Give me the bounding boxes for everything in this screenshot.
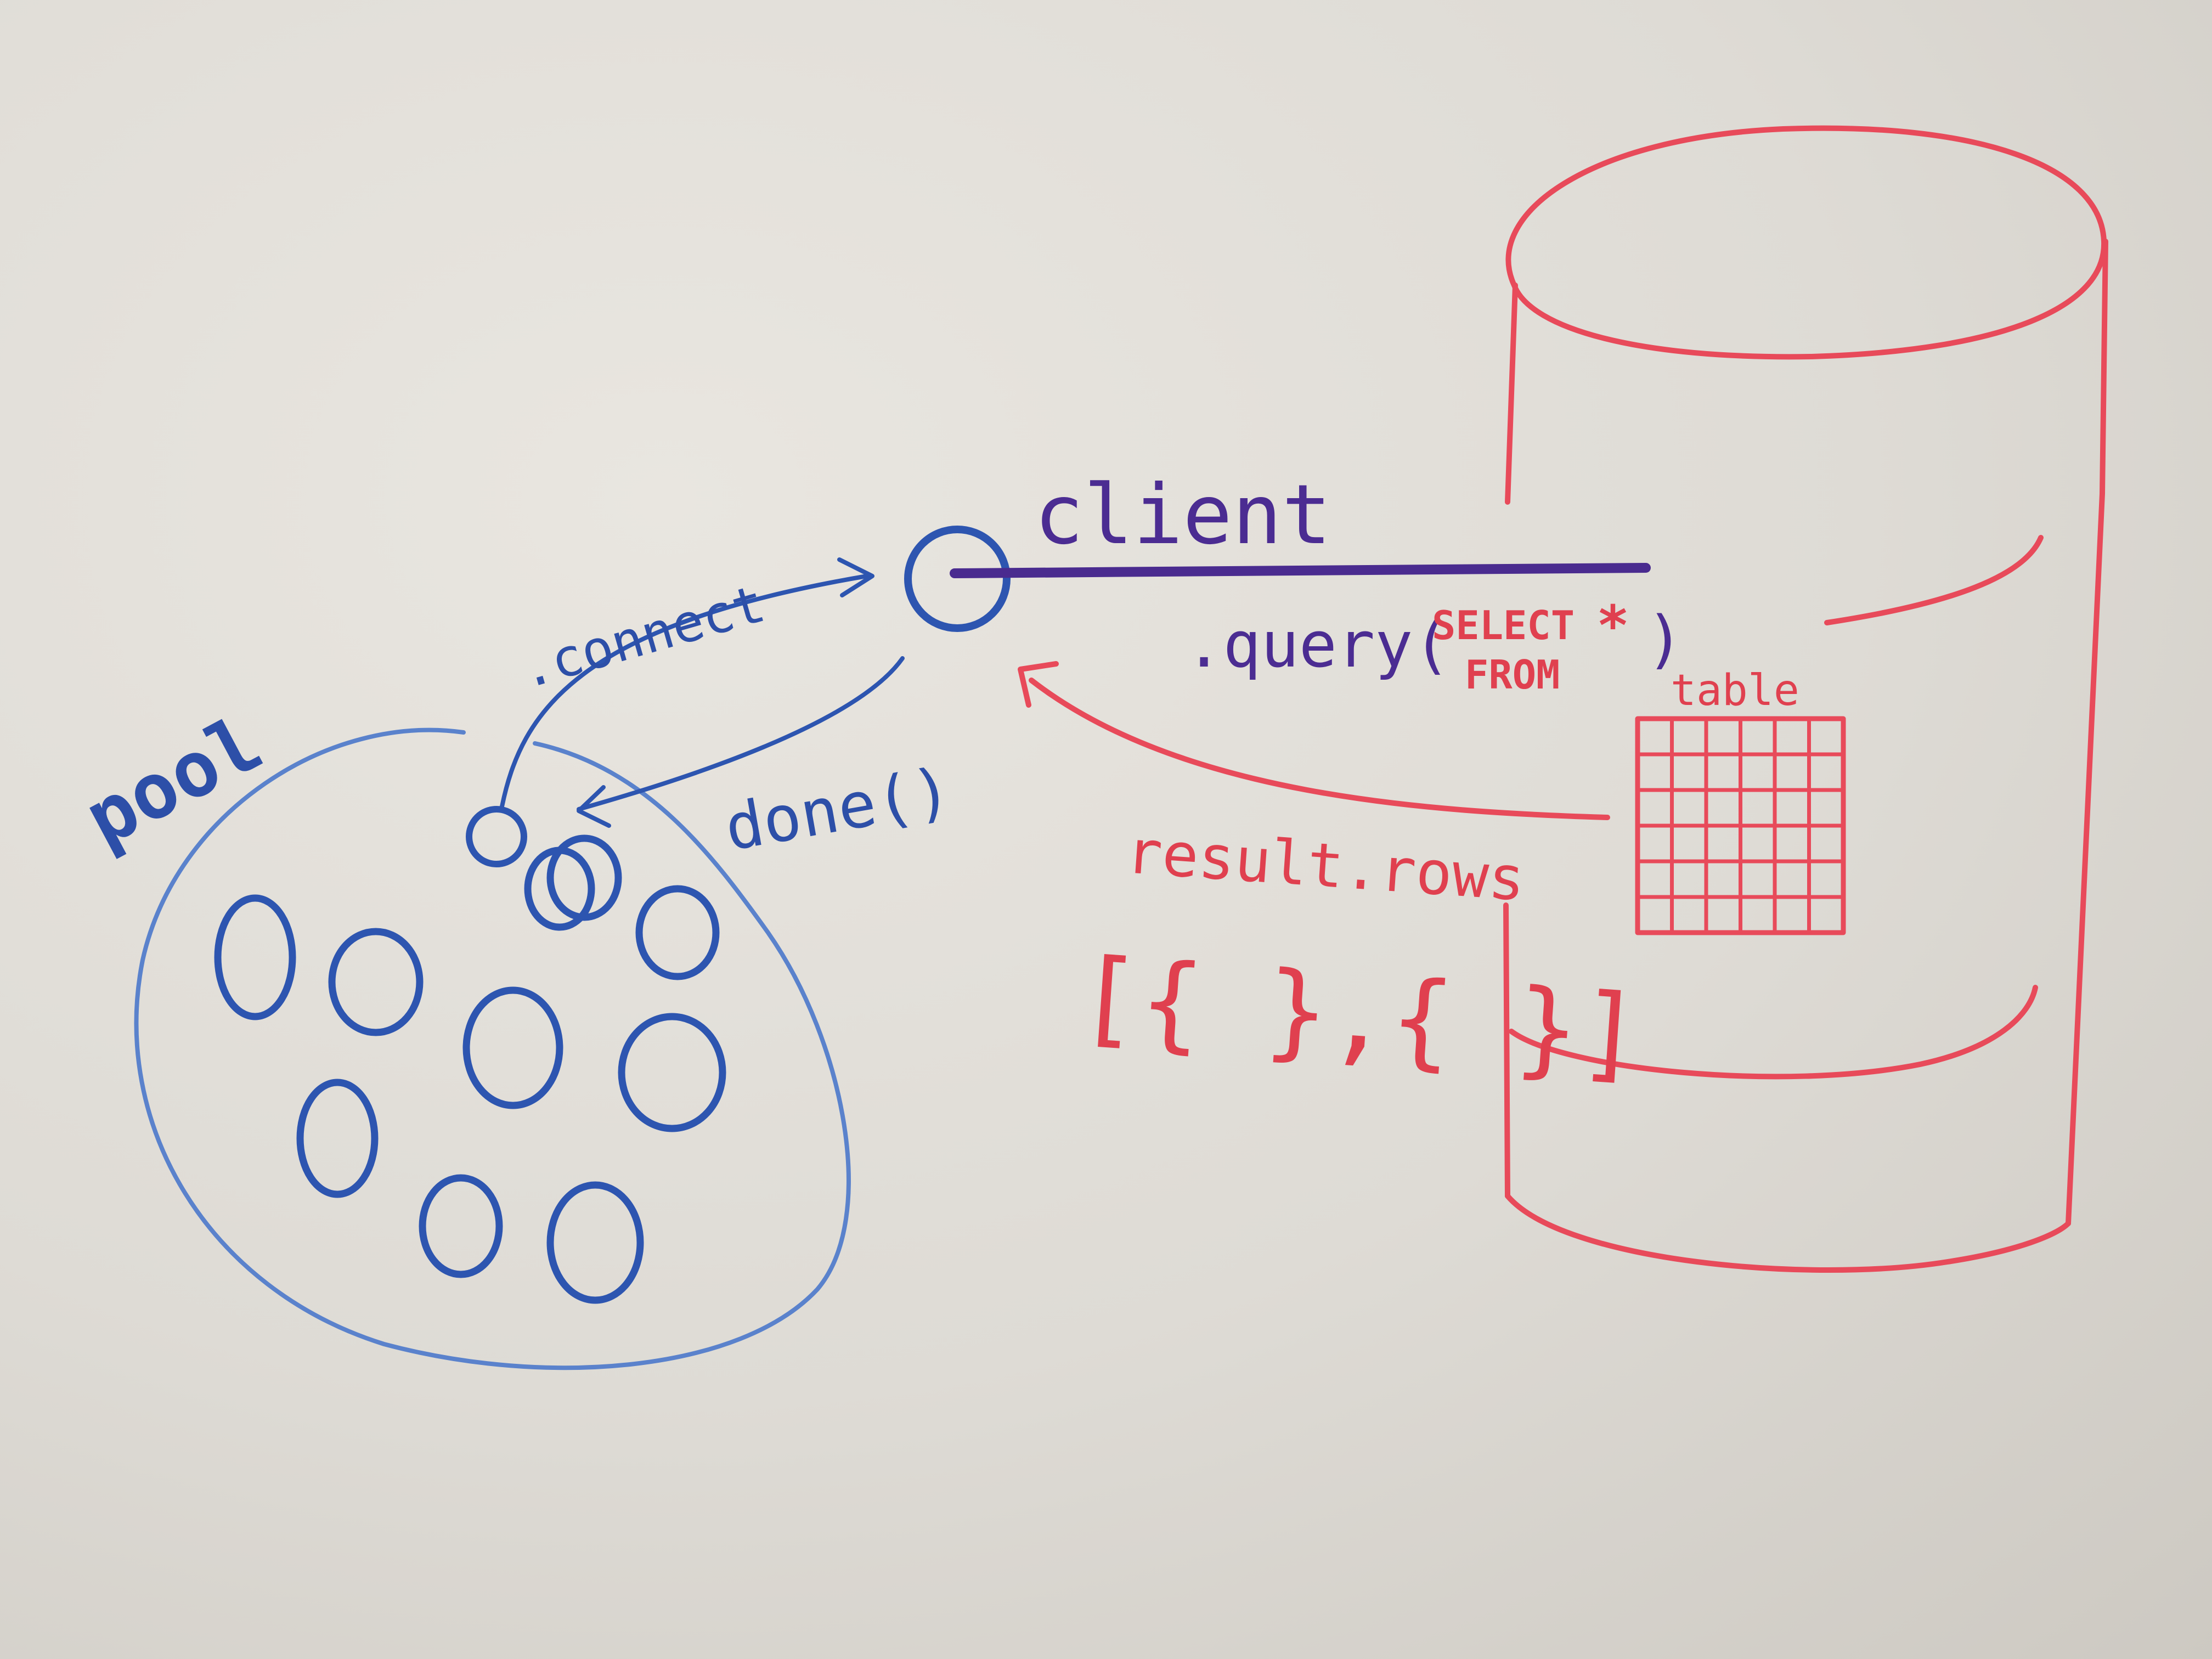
result-arrowhead-icon — [1018, 661, 1059, 708]
pool-connection — [546, 1181, 644, 1304]
database-left-wall-upper — [1505, 283, 1518, 505]
table-grid-lines — [1635, 716, 1846, 935]
result-rows-array: [{ },{ }] — [1074, 935, 1645, 1095]
database-right-wall — [2066, 239, 2108, 1226]
query-label: .query( — [1185, 608, 1451, 682]
database-cylinder — [1503, 125, 2108, 1273]
done-label: done() — [720, 753, 957, 865]
pool-connection — [635, 885, 720, 980]
client-connection-line — [950, 563, 1651, 578]
done-arrow — [577, 656, 905, 811]
client — [904, 526, 1651, 632]
result-rows-label: result.rows — [1124, 816, 1527, 915]
query-select: SELECT — [1432, 602, 1575, 648]
pool-connection — [462, 986, 563, 1109]
query-from: FROM — [1465, 652, 1560, 698]
pool-connection — [328, 928, 424, 1036]
result-arrow — [1029, 678, 1610, 820]
done-arrowhead-icon — [577, 785, 611, 828]
pool-connection — [296, 1079, 379, 1198]
client-circle — [904, 526, 1011, 632]
pool-idle-connections — [214, 834, 726, 1304]
table-label: table — [1671, 666, 1799, 715]
pool-label: pool — [71, 698, 276, 864]
checked-out-connection — [466, 806, 527, 867]
database-left-wall-lower — [1503, 902, 1510, 1199]
database-band-lower — [1509, 985, 2038, 1080]
database-bottom-curve — [1505, 1193, 2071, 1273]
query-star: * — [1596, 594, 1629, 658]
pool-connection — [618, 1013, 726, 1132]
database-top-ellipse — [1505, 125, 2107, 360]
connect-label: .connect — [514, 573, 771, 701]
pool-boundary — [134, 727, 851, 1370]
pool-connection — [524, 847, 595, 931]
connect-arrow — [500, 574, 869, 809]
client-label: client — [1034, 467, 1331, 563]
pool-connection — [419, 1174, 503, 1278]
connect-arrowhead-icon — [837, 557, 874, 597]
query-close-paren: ) — [1646, 603, 1684, 676]
pool-connection — [214, 894, 296, 1020]
database-band-upper — [1824, 535, 2044, 625]
pool — [134, 727, 851, 1370]
